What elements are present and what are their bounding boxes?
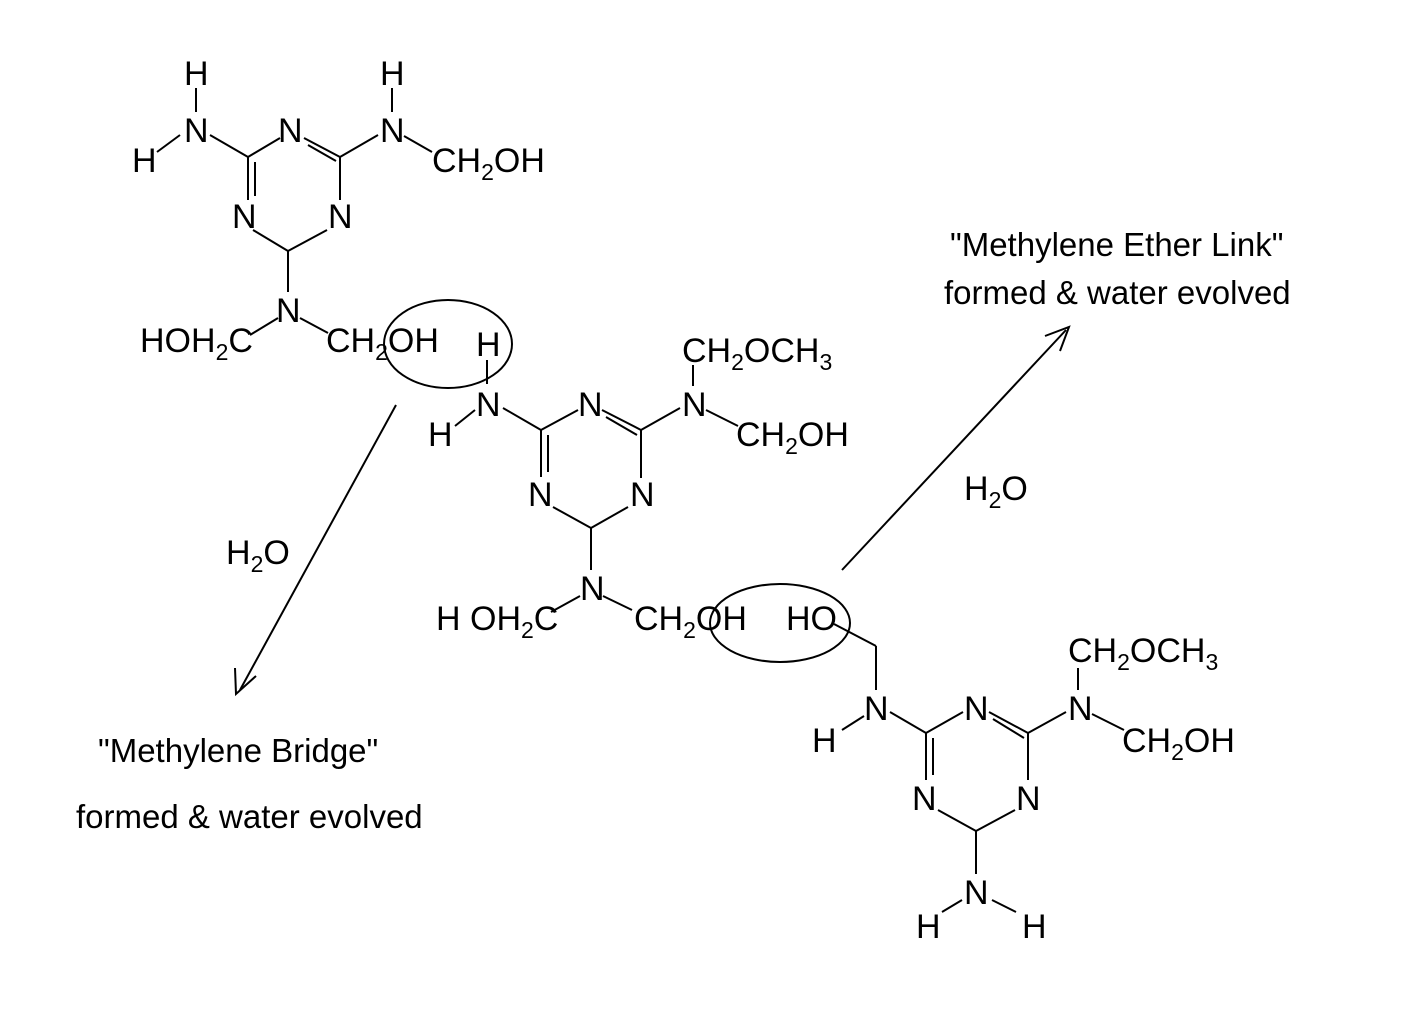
subscript: 2: [251, 551, 264, 577]
subscript: 2: [1171, 739, 1184, 765]
atom-label: CH2OH: [1122, 722, 1235, 765]
atom-label: N: [580, 570, 605, 608]
atom-label: H: [1022, 908, 1047, 946]
reaction-site-ellipse-right: [709, 583, 851, 663]
arrow-methylene-ether: [841, 325, 1071, 571]
atom-label: H OH: [436, 600, 521, 638]
atom-label: C: [228, 322, 253, 360]
atom-label: CH2OCH3: [1068, 632, 1218, 675]
atom-label: H: [132, 142, 157, 180]
atom-label: OH: [696, 600, 747, 638]
atom-label: OCH: [744, 332, 820, 370]
water-label-left: H2O: [226, 534, 290, 577]
atom-label: CH: [432, 142, 481, 180]
atom-label: N: [682, 386, 707, 424]
water-label-left-h: H: [226, 534, 251, 572]
atom-label: CH: [736, 416, 785, 454]
atom-label: N: [528, 476, 553, 514]
atom-label: N: [278, 112, 303, 150]
atom-label: N: [864, 690, 889, 728]
atom-label: H: [476, 326, 501, 364]
reaction-site-ellipse-left: [383, 299, 513, 389]
atom-label: H: [916, 908, 941, 946]
atom-label: CH2OCH3: [682, 332, 832, 375]
molecule-bottom-right: HO N H N CH2OCH3 N CH2OH N N N H H: [786, 600, 1235, 946]
subscript: 2: [785, 433, 798, 459]
atom-label: N: [380, 112, 405, 150]
molecule-top-left: H N H N H N CH2OH N N N HOH2C CH2OH: [132, 55, 545, 365]
atom-label: N: [232, 198, 257, 236]
atom-label: CH2OH: [432, 142, 545, 185]
atom-label: N: [1016, 780, 1041, 818]
atom-label: HOH2C: [140, 322, 253, 365]
atom-label: HOH: [140, 322, 216, 360]
water-label-right-o: O: [1001, 470, 1027, 508]
atom-label: N: [184, 112, 209, 150]
atom-label: H: [380, 55, 405, 93]
subscript: 2: [1117, 649, 1130, 675]
arrow-methylene-bridge: [234, 404, 397, 697]
atom-label: N: [1068, 690, 1093, 728]
atom-label: HO: [786, 600, 837, 638]
subscript: 2: [216, 339, 229, 365]
atom-label: OCH: [1130, 632, 1206, 670]
atom-label: N: [476, 386, 501, 424]
subscript: 3: [819, 349, 832, 375]
atom-label: CH2OH: [326, 322, 439, 365]
atom-label: CH: [682, 332, 731, 370]
subscript: 2: [683, 617, 696, 643]
atom-label: CH: [326, 322, 375, 360]
atom-label: C: [534, 600, 559, 638]
water-label-right: H2O: [964, 470, 1028, 513]
caption-bridge-subtitle: formed & water evolved: [76, 798, 423, 835]
molecule-center: H N H N CH2OCH3 N CH2OH N N N H OH2C CH2…: [428, 326, 849, 643]
atom-label: CH: [1068, 632, 1117, 670]
atom-label: N: [578, 386, 603, 424]
atom-label: H OH2C: [436, 600, 558, 643]
atom-label: OH: [1184, 722, 1235, 760]
subscript: 2: [731, 349, 744, 375]
atom-label: OH: [798, 416, 849, 454]
caption-bridge-title: "Methylene Bridge": [98, 732, 378, 769]
atom-label: CH: [1122, 722, 1171, 760]
atom-label: H: [428, 416, 453, 454]
water-label-left-o: O: [263, 534, 289, 572]
atom-label: N: [630, 476, 655, 514]
atom-label: N: [964, 874, 989, 912]
atom-label: H: [184, 55, 209, 93]
subscript: 2: [521, 617, 534, 643]
atom-label: CH2OH: [634, 600, 747, 643]
subscript: 2: [481, 159, 494, 185]
water-label-right-h: H: [964, 470, 989, 508]
atom-label: OH: [388, 322, 439, 360]
caption-ether-subtitle: formed & water evolved: [944, 274, 1291, 311]
atom-label: OH: [494, 142, 545, 180]
atom-label: CH2OH: [736, 416, 849, 459]
atom-label: N: [964, 690, 989, 728]
subscript: 2: [989, 487, 1002, 513]
subscript: 3: [1205, 649, 1218, 675]
atom-label: H: [812, 722, 837, 760]
atom-label: N: [276, 292, 301, 330]
atom-label: N: [328, 198, 353, 236]
atom-label: N: [912, 780, 937, 818]
caption-ether-title: "Methylene Ether Link": [950, 226, 1283, 263]
atom-label: CH: [634, 600, 683, 638]
